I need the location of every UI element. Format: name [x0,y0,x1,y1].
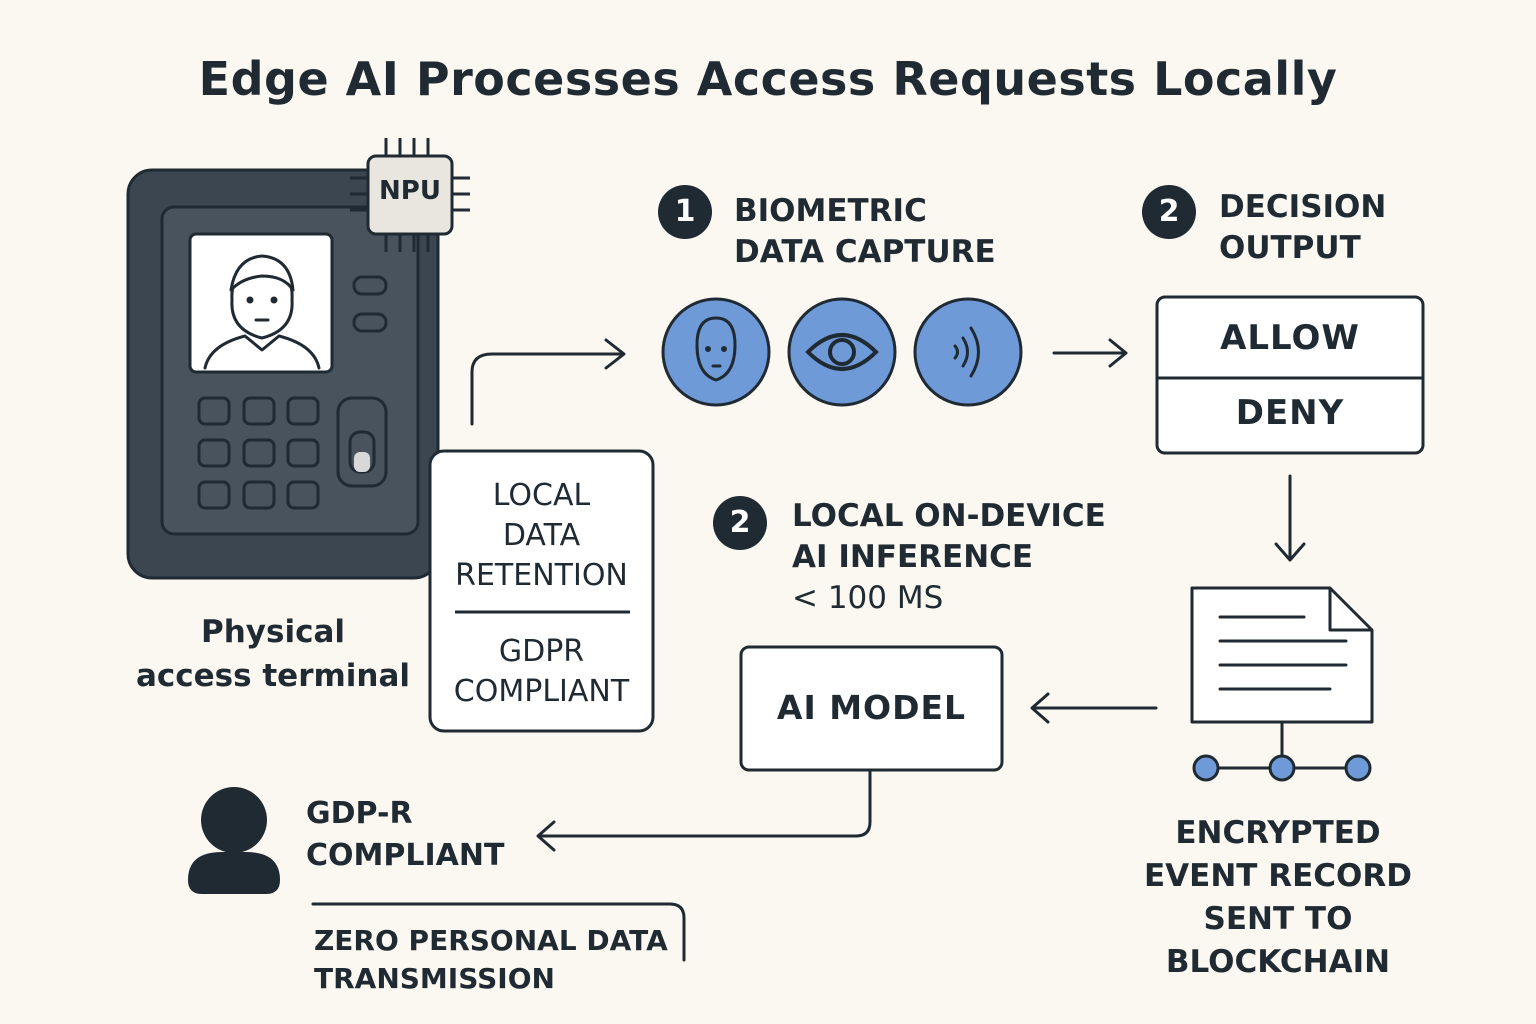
ai-model-box [739,645,1004,772]
arrow-to-record [1274,474,1306,562]
step-inference-line2: AI INFERENCE [792,539,1034,575]
person-portrait-icon [203,254,321,370]
step-inference-line3: < 100 MS [792,580,944,616]
step-capture-line2: DATA CAPTURE [734,234,996,270]
biometric-eye-icon [787,297,897,407]
diagram-title: Edge AI Processes Access Requests Locall… [198,52,1338,106]
retention-line4: GDPR [498,634,585,669]
transmission-line2: TRANSMISSION [314,962,555,995]
step-capture-line1: BIOMETRIC [734,193,927,229]
record-caption: ENCRYPTED EVENT RECORD SENT TO BLOCKCHAI… [1090,812,1466,984]
document-icon [1190,586,1374,724]
step-badge-decision: 2 [1142,185,1196,239]
biometric-face-icon [661,297,771,407]
npu-label: NPU [379,176,441,206]
record-line1: ENCRYPTED [1175,815,1381,851]
record-line3: SENT TO BLOCKCHAIN [1165,901,1391,980]
transmission-note: ZERO PERSONAL DATA TRANSMISSION [314,922,668,998]
deny-option: DENY [1235,393,1345,433]
transmission-bracket [311,902,686,962]
record-line2: EVENT RECORD [1144,858,1412,894]
retention-text-bottom: GDPR COMPLIANT [430,632,653,712]
terminal-side-button [352,275,388,296]
step-badge-inference: 2 [713,496,767,550]
retention-line5: COMPLIANT [453,674,630,709]
fingerprint-reader [336,396,388,488]
retention-box [428,449,655,733]
terminal-keypad [197,396,320,510]
access-terminal [126,168,440,580]
biometric-voice-icon [913,297,1023,407]
terminal-caption-line2: access terminal [135,658,411,694]
terminal-screen [188,232,334,374]
allow-option: ALLOW [1220,318,1360,358]
step-decision-label: DECISION OUTPUT [1219,187,1386,269]
step-inference-label: LOCAL ON-DEVICE AI INFERENCE < 100 MS [792,496,1106,619]
step-decision-line2: OUTPUT [1219,230,1361,266]
ai-model-label: AI MODEL [776,688,967,727]
step-capture-label: BIOMETRIC DATA CAPTURE [734,191,996,273]
user-line1: GDP-R [306,796,413,831]
npu-chip-icon [350,138,470,252]
user-line2: COMPLIANT [306,838,505,873]
arrow-to-user [536,769,872,852]
terminal-caption: Physical access terminal [120,610,426,698]
arrow-to-ai-model [1030,692,1158,724]
arrow-to-capture [470,338,626,426]
retention-text-top: LOCAL DATA RETENTION [430,476,653,596]
decision-box [1155,295,1425,455]
terminal-side-button [352,312,388,333]
user-gdpr-label: GDP-R COMPLIANT [306,793,504,877]
retention-line1: LOCAL [492,478,591,513]
arrow-to-decision [1052,338,1128,368]
terminal-caption-line1: Physical [201,614,345,650]
retention-line2: DATA [502,518,581,553]
retention-line3: RETENTION [455,558,628,593]
user-icon [188,787,280,894]
step-inference-line1: LOCAL ON-DEVICE [792,498,1106,534]
step-decision-line1: DECISION [1219,189,1387,225]
step-badge-capture: 1 [658,185,712,239]
transmission-line1: ZERO PERSONAL DATA [314,924,668,957]
blockchain-nodes-icon [1192,722,1372,782]
